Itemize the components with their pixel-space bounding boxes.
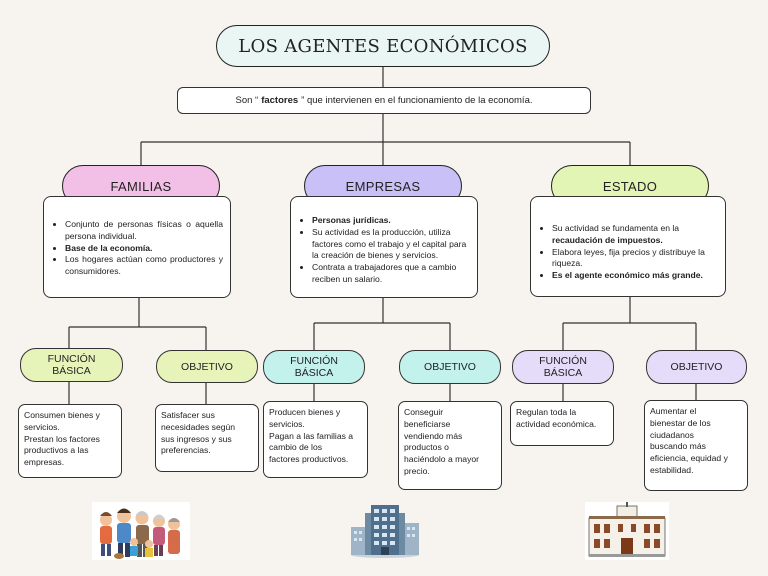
familias-description: Conjunto de personas físicas o aquella p…	[43, 196, 231, 298]
estado-bullet: Elabora leyes, fija precios y distribuye…	[552, 247, 719, 271]
familias-funcion-pill: FUNCIÓN BÁSICA	[20, 348, 123, 382]
page-title: LOS AGENTES ECONÓMICOS	[216, 25, 550, 67]
estado-bullet: Es el agente económico más grande.	[552, 270, 719, 282]
office-building-illustration	[351, 505, 419, 558]
familias-bullet: Los hogares actúan como productores y co…	[65, 254, 223, 278]
empresas-bullet: Contrata a trabajadores que a cambio rec…	[312, 262, 471, 286]
empresas-bullet: Su actividad es la producción, utiliza f…	[312, 227, 471, 262]
family-illustration	[92, 502, 190, 560]
estado-description: Su actividad se fundamenta en la recauda…	[530, 196, 726, 297]
definition-rest: ” que intervienen en el funcionamiento d…	[301, 95, 533, 106]
familias-bullet: Conjunto de personas físicas o aquella p…	[65, 219, 223, 243]
empresas-objetivo-pill: OBJETIVO	[399, 350, 501, 384]
estado-funcion-pill: FUNCIÓN BÁSICA	[512, 350, 614, 384]
familias-bullet: Base de la economía.	[65, 243, 223, 255]
empresas-bullet: Personas jurídicas.	[312, 215, 471, 227]
definition-box: Son “factores” que intervienen en el fun…	[177, 87, 591, 114]
empresas-funcion-pill: FUNCIÓN BÁSICA	[263, 350, 365, 384]
empresas-description: Personas jurídicas. Su actividad es la p…	[290, 196, 478, 298]
familias-objetivo-pill: OBJETIVO	[156, 350, 258, 383]
government-building-illustration	[585, 502, 669, 560]
estado-bullet: Su actividad se fundamenta en la recauda…	[552, 223, 719, 247]
estado-objetivo-pill: OBJETIVO	[646, 350, 747, 384]
definition-prefix: Son “	[235, 95, 259, 106]
definition-keyword: factores	[261, 95, 299, 106]
